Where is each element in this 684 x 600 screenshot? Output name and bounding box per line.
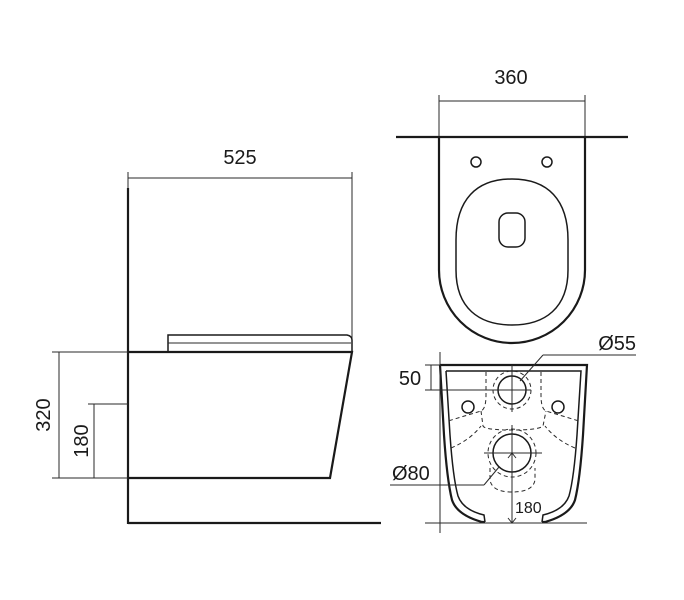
bowl-rim [455, 178, 569, 326]
rear-outer-right [440, 363, 589, 524]
dim-320-label: 320 [33, 398, 55, 431]
top-view: 360 [396, 67, 628, 345]
bolt-hole-left [470, 156, 482, 168]
dim-d80-leader [483, 466, 500, 486]
dim-360-label: 360 [494, 67, 527, 89]
dim-d80-label: Ø80 [392, 463, 430, 485]
dim-180-arrow-top [507, 452, 517, 459]
bowl-body [128, 350, 354, 480]
rear-inner-right [446, 370, 582, 523]
side-view: 525 320 180 [33, 147, 381, 525]
top-outer-body [437, 137, 587, 345]
bowl-drain [498, 212, 526, 248]
rear-view: Ø55 50 180 Ø80 [390, 333, 636, 533]
dim-d55-label: Ø55 [598, 333, 636, 355]
rear-outer-left [438, 364, 485, 524]
mount-hole-left [461, 400, 475, 414]
dim-rear-180-label: 180 [515, 500, 542, 517]
frame-dash-3 [480, 410, 547, 431]
frame-dash-2 [540, 372, 580, 422]
frame-dash-1 [447, 372, 487, 422]
mount-hole-right [551, 400, 565, 414]
dim-180-label: 180 [71, 424, 93, 457]
dim-525-label: 525 [223, 147, 256, 169]
dim-d55-leader [519, 354, 544, 382]
bolt-hole-right [541, 156, 553, 168]
seat-lid [167, 334, 353, 352]
frame-dash-6 [489, 468, 536, 493]
frame-dash-4 [450, 425, 482, 449]
frame-dash-5 [544, 425, 576, 449]
dim-50-label: 50 [399, 368, 421, 390]
dim-180-arrow-bottom [507, 517, 517, 524]
rear-inner-left [445, 370, 486, 523]
